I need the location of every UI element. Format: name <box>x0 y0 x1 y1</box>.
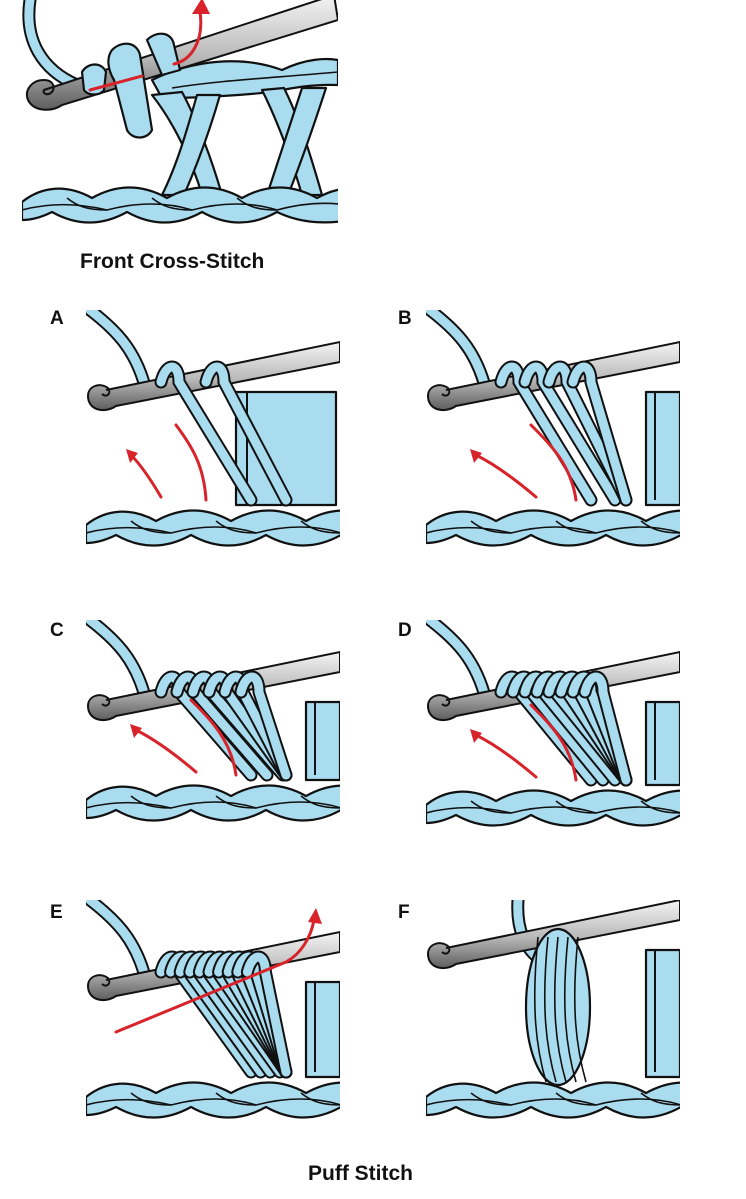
working-yarn <box>426 620 493 707</box>
direction-arrow <box>130 698 238 777</box>
previous-stitches <box>304 980 340 1079</box>
foundation-chain <box>426 789 680 827</box>
panel-label-d: D <box>398 620 412 641</box>
working-yarn <box>86 310 153 397</box>
direction-arrow <box>126 423 208 502</box>
foundation-chain <box>426 1081 680 1119</box>
puff-step-d-illustration <box>426 620 680 830</box>
panel-label-a: A <box>50 308 64 329</box>
yarn-loop <box>566 360 633 507</box>
direction-arrow <box>114 908 322 1034</box>
puff-step-f-illustration <box>426 900 680 1122</box>
puff-strand-line <box>533 936 547 1083</box>
front-cross-stitch-illustration <box>22 0 338 225</box>
yarn-loop <box>578 670 633 787</box>
puff-step-e-illustration <box>86 900 340 1122</box>
direction-arrow <box>470 423 578 502</box>
panel-label-b: B <box>398 308 412 329</box>
yarn-loop <box>234 670 293 782</box>
puff-step-c-illustration <box>86 620 340 825</box>
puff-strand-line <box>553 936 567 1083</box>
panel-label-c: C <box>50 620 64 641</box>
foundation-chain <box>86 509 340 547</box>
working-yarn <box>86 900 153 987</box>
yarn-loop <box>154 360 258 507</box>
foundation-chain <box>426 509 680 547</box>
puff-strand-line <box>573 936 587 1083</box>
puff-strand-line <box>543 936 557 1083</box>
panel-label-f: F <box>398 902 410 923</box>
previous-stitches <box>304 700 340 782</box>
panel-label-e: E <box>50 902 63 923</box>
puff-stitch-caption: Puff Stitch <box>308 1162 413 1185</box>
direction-arrow <box>470 703 578 782</box>
puff-stitch-body <box>524 927 592 1087</box>
previous-stitches <box>644 700 680 787</box>
puff-strand-line <box>563 936 577 1083</box>
front-cross-stitch-caption: Front Cross-Stitch <box>80 250 265 273</box>
foundation-chain <box>86 784 340 822</box>
previous-stitches <box>644 948 680 1079</box>
foundation-chain <box>86 1081 340 1119</box>
puff-step-a-illustration <box>86 310 340 550</box>
puff-step-b-illustration <box>426 310 680 550</box>
working-yarn <box>86 620 153 707</box>
working-yarn <box>426 310 493 397</box>
previous-stitches <box>644 390 680 507</box>
yarn-loop <box>199 360 293 507</box>
